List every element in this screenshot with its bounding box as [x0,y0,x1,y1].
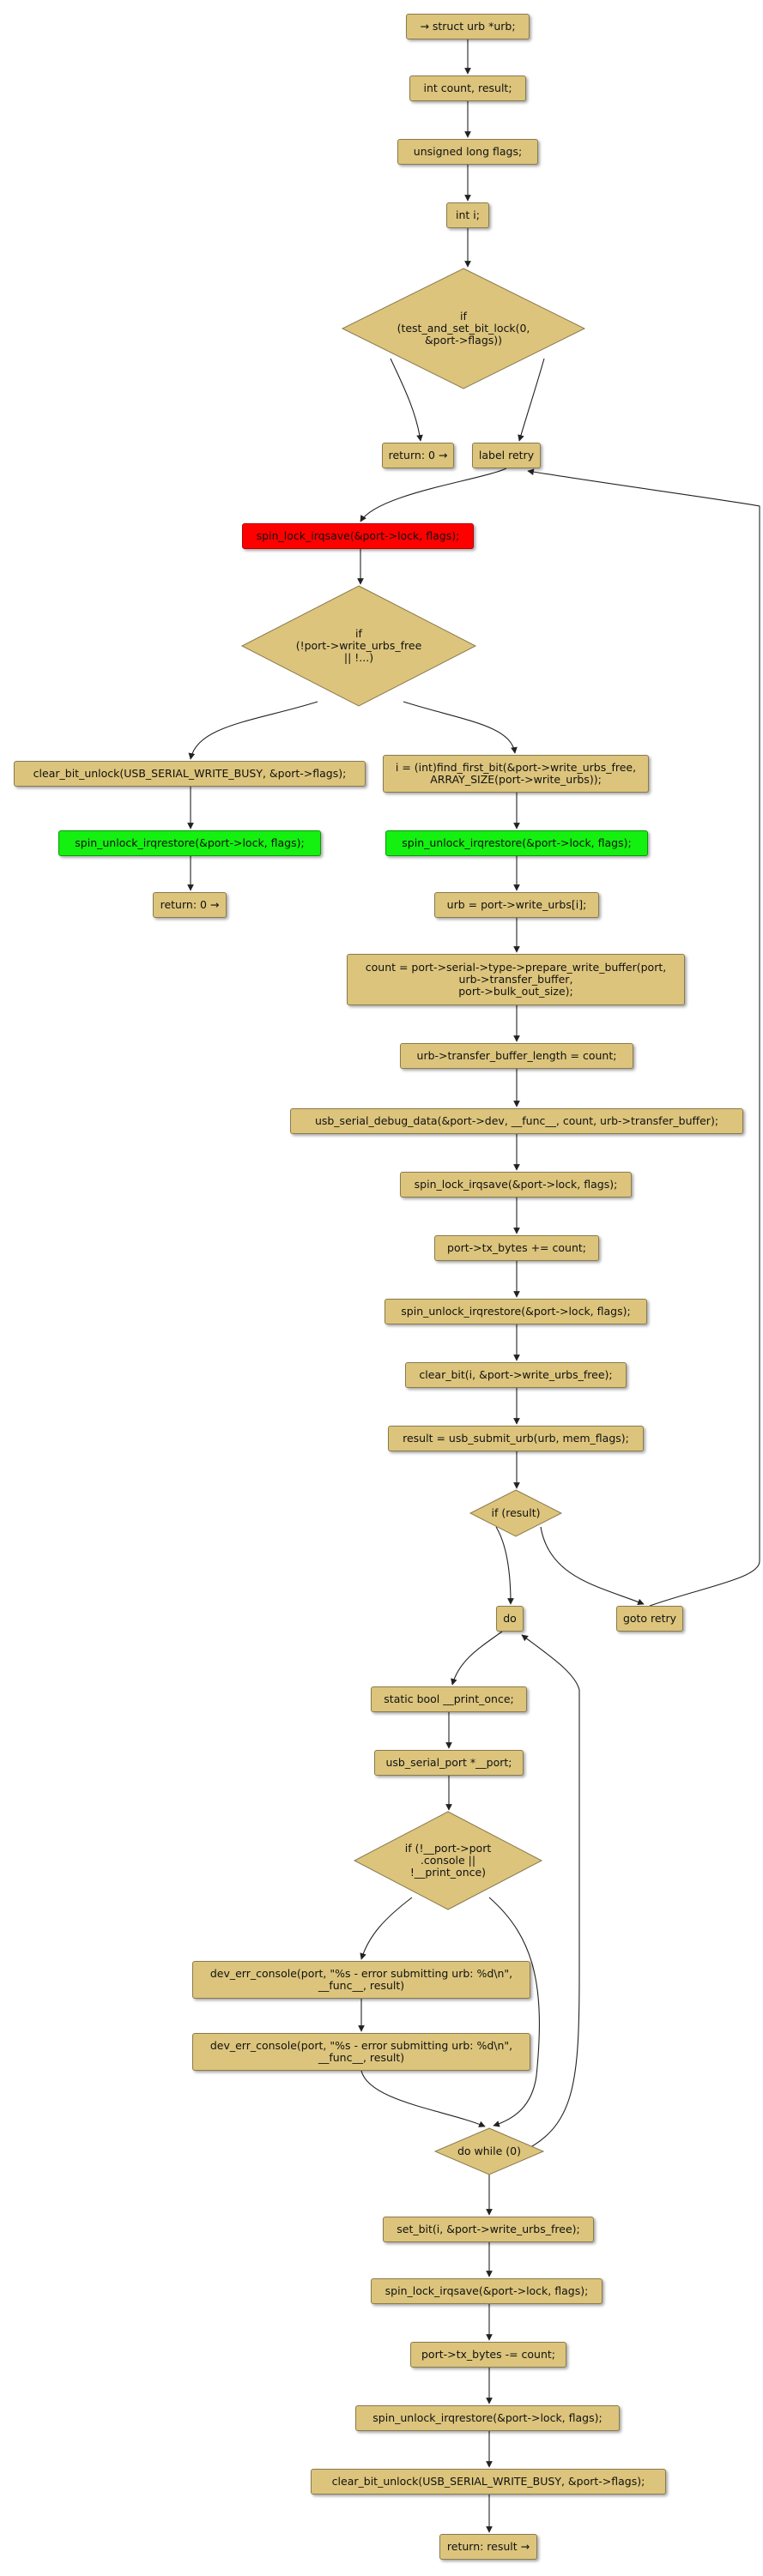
node-do: do [496,1606,524,1632]
flow-edge [488,1897,540,2127]
decision-write-urbs-free: if (!port->write_urbs_free || !...) [240,585,477,707]
flow-edge [390,358,423,442]
node-return-result: return: result → [439,2534,537,2560]
node-int-i: int i; [446,202,489,228]
flow-edge [360,468,507,522]
decision-label: do while (0) [457,2145,522,2157]
node-usb-serial-debug-data: usb_serial_debug_data(&port->dev, __func… [290,1108,743,1134]
node-clear-bit-unlock-early: clear_bit_unlock(USB_SERIAL_WRITE_BUSY, … [14,761,366,787]
node-goto-retry: goto retry [616,1606,683,1632]
node-dev-err-console-2: dev_err_console(port, "%s - error submit… [192,2033,530,2071]
flow-edge [360,1897,413,1960]
node-usb-serial-port-ptr: usb_serial_port *__port; [374,1750,524,1776]
node-i-find-first-bit: i = (int)find_first_bit(&port->write_urb… [383,755,649,793]
decision-diamond-shape [433,2127,545,2175]
flow-edge [403,701,518,754]
decision-label: if (!__port->port .console || !__print_o… [404,1842,492,1879]
decision-diamond-shape [469,1489,563,1537]
node-count-prepare-write-buffer: count = port->serial->type->prepare_writ… [347,954,685,1005]
flow-edge [360,2070,486,2127]
node-spin-unlock-irqrestore-final: spin_unlock_irqrestore(&port->lock, flag… [355,2405,620,2431]
node-set-bit-write-urbs-free: set_bit(i, &port->write_urbs_free); [383,2217,594,2242]
node-spin-lock-irqsave-initial: spin_lock_irqsave(&port->lock, flags); [242,523,474,549]
node-tx-bytes-add: port->tx_bytes += count; [434,1235,599,1261]
decision-do-while-zero: do while (0) [433,2127,545,2175]
node-clear-bit-unlock-final: clear_bit_unlock(USB_SERIAL_WRITE_BUSY, … [311,2469,666,2495]
node-spin-lock-irqsave-tx: spin_lock_irqsave(&port->lock, flags); [400,1172,632,1198]
node-tx-bytes-subtract: port->tx_bytes -= count; [410,2342,566,2368]
flow-edge [540,1526,645,1606]
flow-edge [527,468,760,1607]
node-spin-unlock-irqrestore-after-find: spin_unlock_irqrestore(&port->lock, flag… [385,830,648,856]
node-return-zero-no-urbs: return: 0 → [153,892,227,918]
node-dev-err-console-1: dev_err_console(port, "%s - error submit… [192,1961,530,1999]
node-return-zero-busy: return: 0 → [382,443,454,468]
flow-edge [451,1631,503,1686]
flow-edge [518,1634,580,2154]
flow-edge [495,1526,514,1605]
node-result-usb-submit-urb: result = usb_submit_urb(urb, mem_flags); [388,1426,644,1451]
decision-test-and-set-bit-lock: if (test_and_set_bit_lock(0, &port->flag… [341,268,586,389]
node-transfer-buffer-length: urb->transfer_buffer_length = count; [400,1043,633,1069]
node-urb-assign: urb = port->write_urbs[i]; [434,892,599,918]
node-label-retry: label retry [472,443,541,468]
node-clear-bit-write-urbs-free: clear_bit(i, &port->write_urbs_free); [405,1362,627,1388]
decision-label: if (!port->write_urbs_free || !...) [295,627,422,664]
flow-edge [518,358,545,442]
decision-label: if (result) [491,1506,541,1519]
flow-edge [188,701,318,760]
node-struct-urb: → struct urb *urb; [406,14,530,39]
node-spin-lock-irqsave-final: spin_lock_irqsave(&port->lock, flags); [371,2278,603,2304]
decision-diamond-shape [353,1811,543,1910]
decision-diamond-shape [341,268,586,389]
decision-port-console-print-once: if (!__port->port .console || !__print_o… [353,1811,543,1910]
node-spin-unlock-irqrestore-tx: spin_unlock_irqrestore(&port->lock, flag… [385,1299,647,1324]
decision-if-result: if (result) [469,1489,563,1537]
decision-label: if (test_and_set_bit_lock(0, &port->flag… [397,310,530,347]
node-unsigned-long-flags: unsigned long flags; [397,139,538,165]
node-spin-unlock-irqrestore-early: spin_unlock_irqrestore(&port->lock, flag… [58,830,321,856]
node-int-count-result: int count, result; [409,75,526,101]
node-static-bool-print-once: static bool __print_once; [371,1686,527,1712]
decision-diamond-shape [240,585,477,707]
